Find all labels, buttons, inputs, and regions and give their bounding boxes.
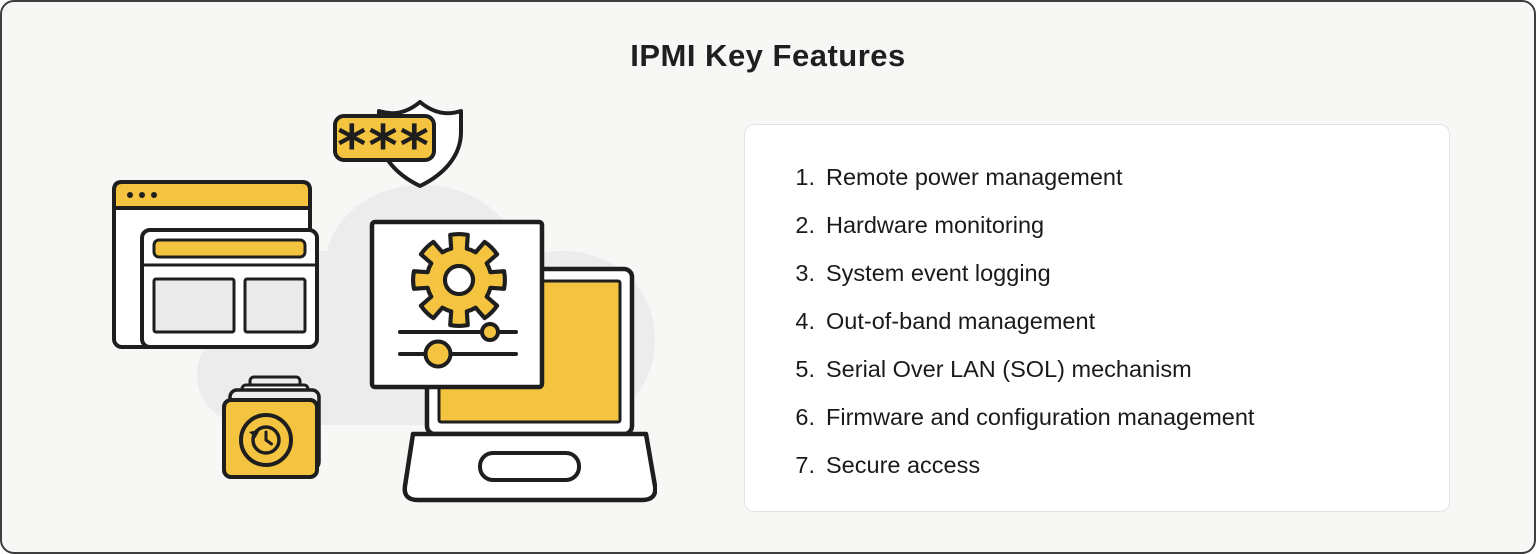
laptop-touchpad — [478, 451, 581, 482]
feature-item: 6. Firmware and configuration management — [785, 393, 1429, 441]
feature-text: Firmware and configuration management — [826, 403, 1255, 430]
content-block — [152, 277, 236, 334]
feature-item: 7. Secure access — [785, 441, 1429, 489]
feature-text: Secure access — [826, 451, 981, 478]
window-dot-icon — [127, 192, 133, 198]
window-dot-icon — [139, 192, 145, 198]
slider-handle — [480, 322, 500, 342]
feature-number: 1. — [795, 163, 815, 190]
feature-item: 1. Remote power management — [785, 153, 1429, 201]
feature-text: Remote power management — [826, 163, 1123, 190]
page-title: IPMI Key Features — [630, 38, 906, 73]
slider-controls — [398, 322, 518, 369]
feature-number: 4. — [795, 307, 815, 334]
feature-number: 2. — [795, 211, 815, 238]
settings-panel — [369, 219, 545, 390]
password-badge: *** — [333, 114, 436, 179]
feature-item: 4. Out-of-band management — [785, 297, 1429, 345]
feature-number: 7. — [795, 451, 815, 478]
address-bar — [152, 238, 307, 259]
feature-number: 5. — [795, 355, 815, 382]
backup-folder-icon — [222, 375, 321, 479]
restore-clock-icon — [239, 413, 293, 467]
features-card: 1. Remote power management 2. Hardware m… — [744, 124, 1450, 512]
illustration-svg: *** — [112, 100, 658, 503]
feature-item: 2. Hardware monitoring — [785, 201, 1429, 249]
feature-text: Serial Over LAN (SOL) mechanism — [826, 355, 1192, 382]
illustration: *** — [97, 87, 658, 517]
feature-number: 6. — [795, 403, 815, 430]
password-asterisks: *** — [337, 114, 431, 179]
window-dot-icon — [151, 192, 157, 198]
features-list: 1. Remote power management 2. Hardware m… — [745, 125, 1449, 489]
feature-text: System event logging — [826, 259, 1051, 286]
content-block — [243, 277, 307, 334]
slider-handle — [423, 339, 453, 369]
feature-item: 5. Serial Over LAN (SOL) mechanism — [785, 345, 1429, 393]
feature-item: 3. System event logging — [785, 249, 1429, 297]
feature-number: 3. — [795, 259, 815, 286]
gear-icon — [411, 232, 507, 328]
browser-window-front — [140, 228, 319, 349]
feature-text: Out-of-band management — [826, 307, 1096, 334]
feature-text: Hardware monitoring — [826, 211, 1045, 238]
